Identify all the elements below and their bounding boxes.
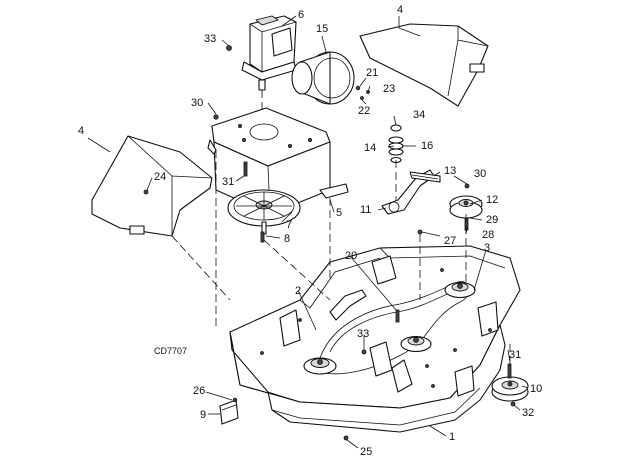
spring-20	[395, 309, 400, 323]
callout-22: 22	[358, 105, 370, 117]
hardware	[143, 45, 516, 441]
callout-7: 7	[286, 219, 292, 231]
spacer-stack	[388, 124, 404, 164]
callout-20: 20	[345, 250, 357, 262]
drive-pulley	[227, 189, 301, 235]
callout-4-left-shield: 4	[78, 125, 84, 137]
center-spindle-pulley	[400, 335, 432, 353]
callout-15: 15	[316, 23, 328, 35]
figure-code: CD7707	[154, 346, 187, 356]
callout-30-right: 30	[474, 168, 486, 180]
callout-25: 25	[360, 446, 372, 458]
callout-16: 16	[421, 140, 433, 152]
pin-8	[260, 231, 265, 243]
spindle-pulley-10	[491, 376, 529, 402]
callout-31-right: 31	[509, 349, 521, 361]
mower-deck	[229, 245, 521, 433]
callout-28: 28	[482, 229, 494, 241]
callout-11: 11	[360, 204, 371, 216]
callout-34: 34	[413, 109, 425, 121]
left-spindle-pulley	[303, 357, 337, 375]
callout-29: 29	[486, 214, 498, 226]
callout-33-top: 33	[204, 33, 216, 45]
callout-21: 21	[366, 67, 378, 79]
nut-33-top	[226, 45, 232, 51]
nut-30-right	[464, 183, 470, 189]
bracket-9	[219, 399, 239, 425]
nut-33-deck	[361, 349, 367, 355]
idler-arm	[381, 169, 441, 215]
callout-33-deck: 33	[357, 328, 369, 340]
pin-21	[355, 85, 361, 91]
callout-14: 14	[364, 142, 376, 154]
callout-30-left: 30	[191, 97, 203, 109]
callout-2: 2	[295, 285, 301, 297]
washer-22	[360, 96, 364, 100]
assembly-lines	[171, 90, 511, 364]
bolt-26	[232, 397, 238, 403]
callout-10: 10	[530, 383, 542, 395]
callout-26: 26	[193, 385, 205, 397]
idler-pulley	[449, 195, 483, 219]
gearbox	[241, 15, 297, 91]
callout-32: 32	[522, 407, 534, 419]
callout-3: 3	[484, 242, 490, 254]
left-belt-shield	[91, 135, 213, 237]
callout-8: 8	[284, 233, 290, 245]
fastener-24	[143, 189, 149, 195]
callout-6: 6	[298, 9, 304, 21]
right-belt-shield	[359, 23, 489, 107]
bolt-31-right	[507, 363, 512, 379]
callout-9: 9	[200, 409, 206, 421]
callout-1: 1	[449, 431, 455, 443]
nut-30-left	[213, 114, 219, 120]
bolt-28	[464, 217, 469, 231]
nut-25	[343, 435, 349, 441]
bolt-27	[417, 229, 423, 235]
leader-lines	[87, 15, 529, 449]
callout-24: 24	[154, 171, 166, 183]
callout-4-right-shield: 4	[397, 4, 403, 16]
bolt-31-left	[243, 161, 248, 177]
callout-12: 12	[486, 194, 498, 206]
right-spindle-pulley	[444, 281, 476, 299]
callout-5: 5	[336, 207, 342, 219]
callout-13: 13	[444, 165, 456, 177]
callout-23: 23	[383, 83, 395, 95]
callout-27: 27	[444, 235, 456, 247]
callout-31-left: 31	[222, 176, 234, 188]
coupler-shield	[291, 51, 355, 105]
callout-labels: 4 4 6 15 33 30 21 23 22 34 14 16 13 30 1…	[78, 4, 542, 458]
